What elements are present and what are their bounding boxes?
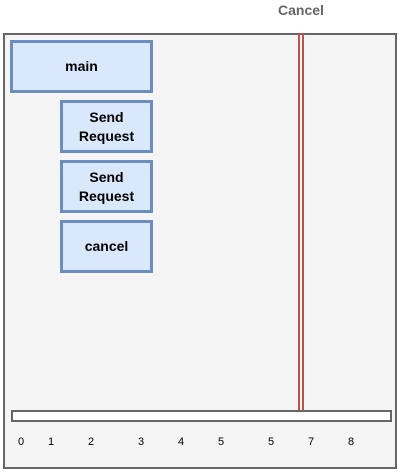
cancel-node[interactable]: cancel (60, 220, 153, 273)
tick-label: 2 (87, 436, 95, 448)
tick-label: 7 (307, 436, 315, 448)
tick-label: 1 (47, 436, 55, 448)
main-node[interactable]: main (10, 40, 153, 93)
send-request-node-1[interactable]: Send Request (60, 100, 153, 153)
tick-label: 8 (347, 436, 355, 448)
tick-label: 5 (267, 436, 275, 448)
send-request-node-2[interactable]: Send Request (60, 160, 153, 213)
tick-label: 5 (217, 436, 225, 448)
tick-label: 3 (137, 436, 145, 448)
tick-label: 4 (177, 436, 185, 448)
cancel-marker-line (298, 33, 304, 411)
tick-label: 0 (17, 436, 25, 448)
timeline-bar (11, 410, 392, 422)
cancel-label: Cancel (278, 2, 324, 18)
